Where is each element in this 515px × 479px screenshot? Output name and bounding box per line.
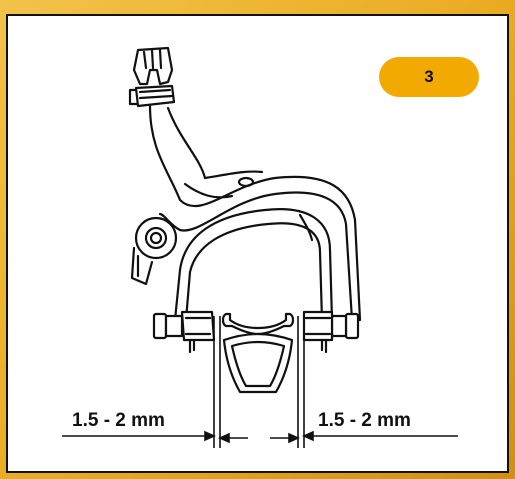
right-brake-pad [302, 310, 360, 354]
cable-adjuster [128, 46, 176, 108]
pivot-bolt [130, 216, 178, 286]
dimension-lines [62, 316, 458, 448]
left-brake-pad [152, 310, 216, 354]
step-number-badge: 3 [379, 57, 479, 97]
caliper-arm [148, 104, 362, 322]
left-clearance-label: 1.5 - 2 mm [72, 410, 165, 431]
wheel-rim [221, 312, 295, 394]
right-clearance-label: 1.5 - 2 mm [318, 410, 411, 431]
